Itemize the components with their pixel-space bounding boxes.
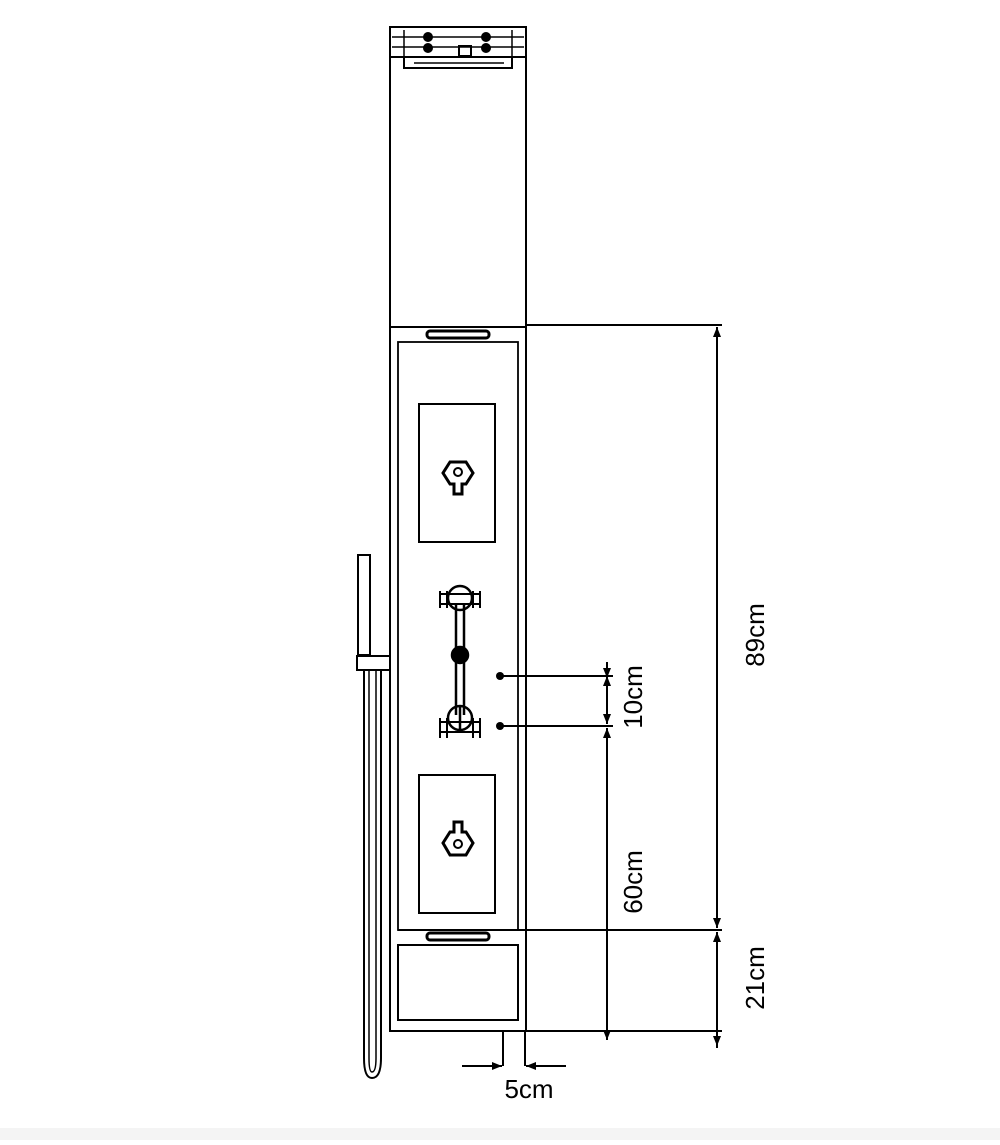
hose-icon bbox=[363, 670, 382, 1080]
head-shower-icon bbox=[389, 26, 527, 69]
body-jet-icon bbox=[439, 584, 481, 738]
dim-label-60cm: 60cm bbox=[618, 850, 648, 914]
lower-control-plate bbox=[418, 774, 496, 914]
dim-label-89cm: 89cm bbox=[740, 603, 770, 667]
jet-marker-lower bbox=[496, 722, 504, 730]
dimension-lines bbox=[462, 324, 722, 1070]
outlet-pipe bbox=[502, 1031, 526, 1066]
upper-control-plate bbox=[418, 403, 496, 543]
hand-shower-icon bbox=[356, 554, 391, 671]
dim-label-10cm: 10cm bbox=[618, 665, 648, 729]
control-knob-icon bbox=[441, 460, 475, 496]
page-footer-band bbox=[0, 1128, 1000, 1140]
shower-panel bbox=[389, 26, 527, 1032]
control-knob-icon bbox=[441, 820, 475, 857]
jet-marker-upper bbox=[496, 672, 504, 680]
dim-label-21cm: 21cm bbox=[740, 946, 770, 1010]
dim-label-5cm: 5cm bbox=[504, 1074, 553, 1104]
